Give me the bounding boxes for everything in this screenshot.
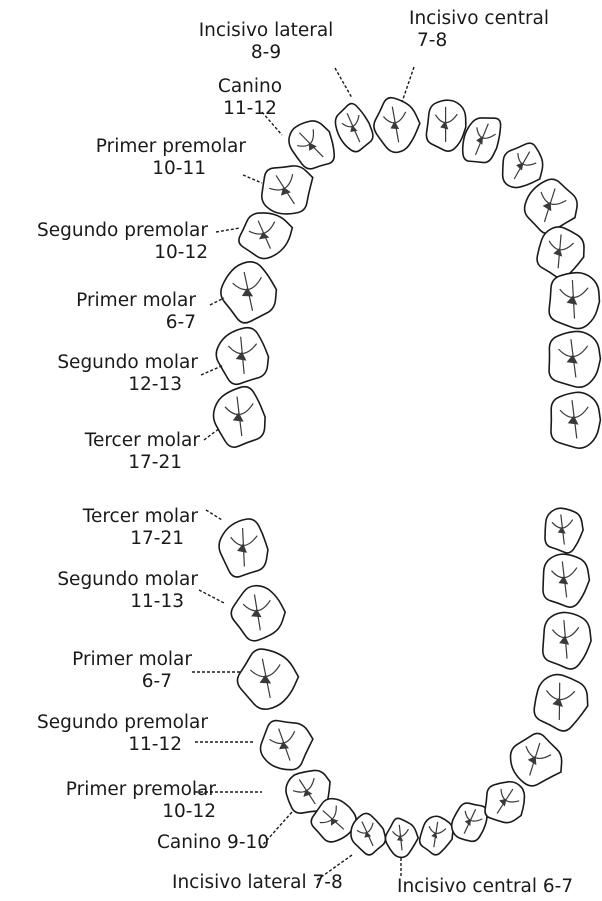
upper-first-molar-label: Primer molar 6-7 (20, 290, 196, 334)
upper-third-molar-label: Tercer molar 17-21 (20, 430, 200, 474)
tooth-name: Tercer molar (20, 506, 198, 528)
lower-tooth (532, 672, 592, 734)
eruption-age: 11-12 (210, 98, 290, 120)
upper-second-premolar-label: Segundo premolar 10-12 (4, 220, 208, 264)
tooth-name: Primer molar (20, 290, 196, 312)
eruption-age: 11-13 (20, 591, 198, 613)
tooth-name: Primer premolar (30, 136, 246, 158)
upper-lateral-incisor-label: Incisivo lateral 8-9 (196, 20, 336, 64)
tooth-name: Primer premolar (20, 779, 216, 801)
eruption-age: 7-8 (409, 30, 549, 52)
tooth-name: Canino (210, 76, 290, 98)
upper-tooth (549, 331, 600, 387)
lower-lateral-incisor-label: Incisivo lateral 7-8 (172, 872, 343, 894)
lower-second-premolar-label: Segundo premolar 11-12 (4, 712, 208, 756)
lower-central-incisor-label: Incisivo central 6-7 (397, 876, 573, 898)
tooth-name: Segundo molar (20, 352, 198, 374)
leader-line (402, 67, 414, 102)
lower-tooth (542, 612, 592, 670)
eruption-age: 17-21 (20, 528, 198, 550)
lower-tooth (543, 554, 589, 607)
upper-tooth (215, 327, 269, 386)
lower-arch-teeth (217, 508, 592, 859)
tooth-name: Tercer molar (20, 430, 200, 452)
upper-canine-label: Canino 11-12 (210, 76, 290, 120)
lower-tooth (255, 714, 318, 776)
lower-tooth (385, 818, 418, 857)
upper-tooth (330, 100, 376, 155)
eruption-age: 6-7 (20, 671, 192, 693)
lower-tooth (235, 647, 300, 711)
upper-central-incisor-label: Incisivo central 7-8 (409, 8, 549, 52)
upper-first-premolar-label: Primer premolar 10-11 (30, 136, 246, 180)
upper-tooth (551, 392, 600, 448)
leader-line (199, 590, 224, 603)
upper-arch-teeth (214, 96, 602, 448)
lower-canine-label: Canino 9-10 (157, 832, 269, 854)
leader-line (335, 68, 352, 98)
lower-tooth (230, 585, 286, 642)
leader-line (204, 428, 220, 440)
tooth-name: Incisivo central (409, 8, 549, 30)
eruption-age: 17-21 (20, 452, 200, 474)
tooth-name: Segundo molar (20, 569, 198, 591)
upper-tooth (425, 98, 469, 153)
upper-tooth (548, 271, 601, 330)
eruption-age: 8-9 (196, 42, 336, 64)
tooth-name: Segundo premolar (4, 712, 208, 734)
lower-tooth (545, 508, 583, 553)
leader-line (206, 510, 222, 520)
lower-first-premolar-label: Primer premolar 10-12 (20, 779, 216, 823)
lower-first-molar-label: Primer molar 6-7 (20, 649, 192, 693)
eruption-age: 10-12 (20, 801, 216, 823)
upper-second-molar-label: Segundo molar 12-13 (20, 352, 198, 396)
eruption-age: 11-12 (4, 734, 208, 756)
eruption-age: 10-12 (4, 242, 208, 264)
upper-tooth (372, 96, 422, 154)
eruption-age: 12-13 (20, 374, 198, 396)
leader-line (216, 228, 240, 232)
lower-tooth (217, 517, 270, 579)
eruption-age: 10-11 (30, 158, 246, 180)
lower-third-molar-label: Tercer molar 17-21 (20, 506, 198, 550)
lower-second-molar-label: Segundo molar 11-13 (20, 569, 198, 613)
eruption-age: 6-7 (20, 312, 196, 334)
upper-tooth (214, 387, 266, 448)
leader-line (201, 365, 224, 375)
tooth-name: Primer molar (20, 649, 192, 671)
tooth-name: Incisivo lateral (196, 20, 336, 42)
lower-tooth (417, 813, 457, 858)
upper-tooth (218, 260, 279, 325)
tooth-name: Segundo premolar (4, 220, 208, 242)
